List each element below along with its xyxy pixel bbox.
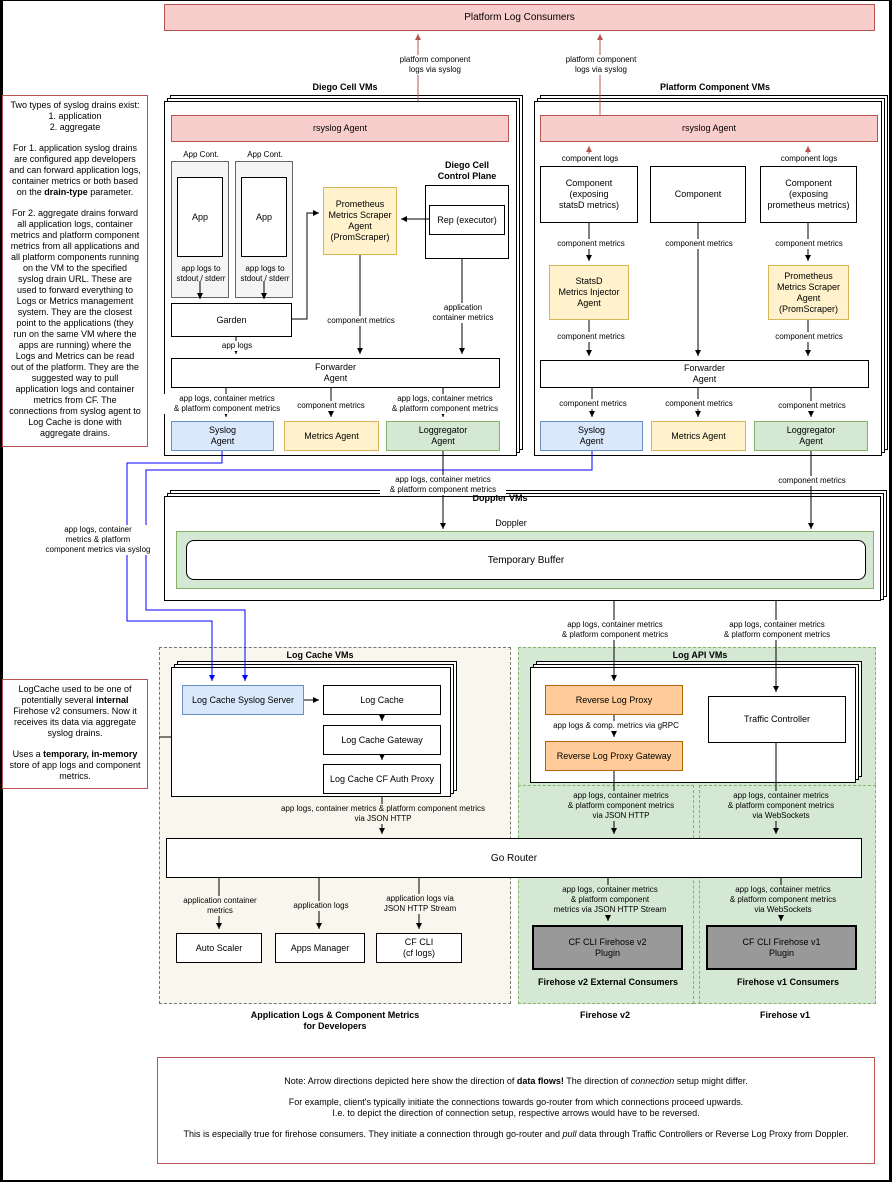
reverse-log-proxy-gateway: Reverse Log Proxy Gateway: [545, 741, 683, 771]
firehose-v2-title: Firehose v2: [579, 1010, 631, 1020]
garden: Garden: [171, 303, 292, 337]
label-grpc: app logs & comp. metrics via gRPC: [540, 721, 692, 731]
syslog-drains-note-aggregate: For 2. aggregate drains forward all appl…: [9, 208, 141, 438]
label-logcache-to-gorouter: app logs, container metrics & platform c…: [262, 804, 504, 824]
label-gorouter-to-autoscaler: application container metrics: [176, 896, 264, 916]
diego-cell-title: Diego Cell VMs: [312, 82, 378, 92]
temporary-buffer: Temporary Buffer: [186, 540, 866, 580]
label-gorouter-to-fhv1: app logs, container metrics & platform c…: [720, 885, 846, 915]
diego-control-plane-title: Diego Cell Control Plane: [437, 160, 497, 181]
data-flow-note-line3: This is especially true for firehose con…: [183, 1129, 849, 1139]
log-cache-note-history: LogCache used to be one of potentially s…: [13, 684, 137, 738]
label-comp-component-metrics: component metrics: [659, 239, 739, 249]
label-syslog-to-logcache: app logs, container metrics & platform c…: [37, 525, 159, 555]
firehose-v1-title: Firehose v1: [759, 1010, 811, 1020]
log-cache-syslog-server: Log Cache Syslog Server: [182, 685, 304, 715]
diego-loggregator-agent: Loggregator Agent: [386, 421, 500, 451]
label-rlp-to-gorouter: app logs, container metrics & platform c…: [558, 791, 684, 821]
syslog-drains-note-types: Two types of syslog drains exist: 1. app…: [10, 100, 140, 132]
log-cache-vms-title: Log Cache VMs: [286, 650, 354, 660]
apps-manager: Apps Manager: [275, 933, 365, 963]
firehose-v1-consumers-title: Firehose v1 Consumers: [736, 977, 840, 987]
doppler-label: Doppler: [495, 518, 527, 528]
label-gorouter-to-fhv2: app logs, container metrics & platform c…: [547, 885, 673, 915]
label-component-logs-2: component logs: [774, 154, 844, 164]
statsd-injector-agent: StatsD Metrics Injector Agent: [549, 265, 629, 320]
go-router: Go Router: [166, 838, 862, 878]
label-diego-to-doppler: app logs, container metrics & platform c…: [380, 475, 506, 495]
app-1-stdout-label: app logs to stdout / stderr: [176, 264, 226, 283]
reverse-log-proxy: Reverse Log Proxy: [545, 685, 683, 715]
label-gorouter-to-cfcli: application logs via JSON HTTP Stream: [374, 894, 466, 914]
diego-metrics-agent: Metrics Agent: [284, 421, 379, 451]
cf-cli-firehose-v2-plugin: CF CLI Firehose v2 Plugin: [532, 925, 683, 970]
platform-vm-title: Platform Component VMs: [659, 82, 770, 92]
app-container-2-label: App Cont.: [247, 150, 283, 159]
label-tc-to-gorouter: app logs, container metrics & platform c…: [718, 791, 844, 821]
label-component-logs-1: component logs: [555, 154, 625, 164]
platform-syslog-agent: Syslog Agent: [540, 421, 643, 451]
label-platform-prom-out: component metrics: [769, 332, 849, 342]
label-platform-to-doppler: component metrics: [772, 476, 852, 486]
rep-executor: Rep (executor): [429, 205, 505, 235]
log-cache-gateway: Log Cache Gateway: [323, 725, 441, 755]
app-2-stdout-label: app logs to stdout / stderr: [240, 264, 290, 283]
log-cache-note-store: Uses a temporary, in-memory store of app…: [9, 749, 141, 781]
auto-scaler: Auto Scaler: [176, 933, 262, 963]
app-container-1-label: App Cont.: [183, 150, 219, 159]
label-statsd-component-metrics: component metrics: [551, 239, 631, 249]
label-platform-syslog-platform: platform component logs via syslog: [562, 55, 640, 75]
label-doppler-to-tc: app logs, container metrics & platform c…: [714, 620, 840, 640]
diego-prometheus-scraper: Prometheus Metrics Scraper Agent (PromSc…: [323, 187, 397, 255]
label-app-logs: app logs: [214, 341, 260, 351]
label-doppler-to-rlp: app logs, container metrics & platform c…: [552, 620, 678, 640]
label-platform-syslog-diego: platform component logs via syslog: [396, 55, 474, 75]
data-flow-note: Note: Arrow directions depicted here sho…: [157, 1057, 875, 1164]
component-plain: Component: [650, 166, 746, 223]
diego-forwarder-agent: Forwarder Agent: [171, 358, 500, 388]
label-prom-component-metrics: component metrics: [769, 239, 849, 249]
log-api-vms-title: Log API VMs: [672, 650, 728, 660]
log-cache-note: LogCache used to be one of potentially s…: [2, 679, 148, 789]
label-platform-syslog-out: component metrics: [553, 399, 633, 409]
diego-rsyslog-agent: rsyslog Agent: [171, 115, 509, 142]
log-cache-cf-auth-proxy: Log Cache CF Auth Proxy: [323, 764, 441, 794]
cf-cli: CF CLI (cf logs): [376, 933, 462, 963]
label-diego-metrics-flow: component metrics: [291, 401, 371, 411]
platform-forwarder-agent: Forwarder Agent: [540, 360, 869, 388]
data-flow-note-line1: Note: Arrow directions depicted here sho…: [284, 1076, 748, 1086]
platform-rsyslog-agent: rsyslog Agent: [540, 115, 878, 142]
app-1: App: [177, 177, 223, 257]
platform-log-consumers: Platform Log Consumers: [164, 4, 875, 31]
developers-group-title: Application Logs & Component Metrics for…: [250, 1010, 420, 1031]
doppler-vm-title: Doppler VMs: [472, 493, 528, 503]
label-platform-loggregator-out: component metrics: [772, 401, 852, 411]
platform-prometheus-scraper: Prometheus Metrics Scraper Agent (PromSc…: [768, 265, 849, 320]
platform-metrics-agent: Metrics Agent: [651, 421, 746, 451]
syslog-drains-note-application: For 1. application syslog drains are con…: [9, 143, 141, 197]
label-diego-loggregator-flow: app logs, container metrics & platform c…: [382, 394, 508, 414]
label-statsd-injector-out: component metrics: [551, 332, 631, 342]
syslog-drains-note: Two types of syslog drains exist: 1. app…: [2, 95, 148, 447]
diego-syslog-agent: Syslog Agent: [171, 421, 274, 451]
platform-loggregator-agent: Loggregator Agent: [754, 421, 868, 451]
label-component-metrics-prom-diego: component metrics: [321, 316, 401, 326]
firehose-v2-consumers-title: Firehose v2 External Consumers: [537, 977, 679, 987]
component-prometheus: Component (exposing prometheus metrics): [760, 166, 857, 223]
traffic-controller: Traffic Controller: [708, 696, 846, 743]
label-application-container-metrics: application container metrics: [425, 303, 501, 323]
app-2: App: [241, 177, 287, 257]
label-platform-metrics-out: component metrics: [659, 399, 739, 409]
cf-cli-firehose-v1-plugin: CF CLI Firehose v1 Plugin: [706, 925, 857, 970]
data-flow-note-line2: For example, client's typically initiate…: [288, 1097, 744, 1118]
component-statsd: Component (exposing statsD metrics): [540, 166, 638, 223]
log-cache: Log Cache: [323, 685, 441, 715]
label-gorouter-to-appsmanager: application logs: [285, 901, 357, 911]
label-diego-syslog-flow: app logs, container metrics & platform c…: [164, 394, 290, 414]
